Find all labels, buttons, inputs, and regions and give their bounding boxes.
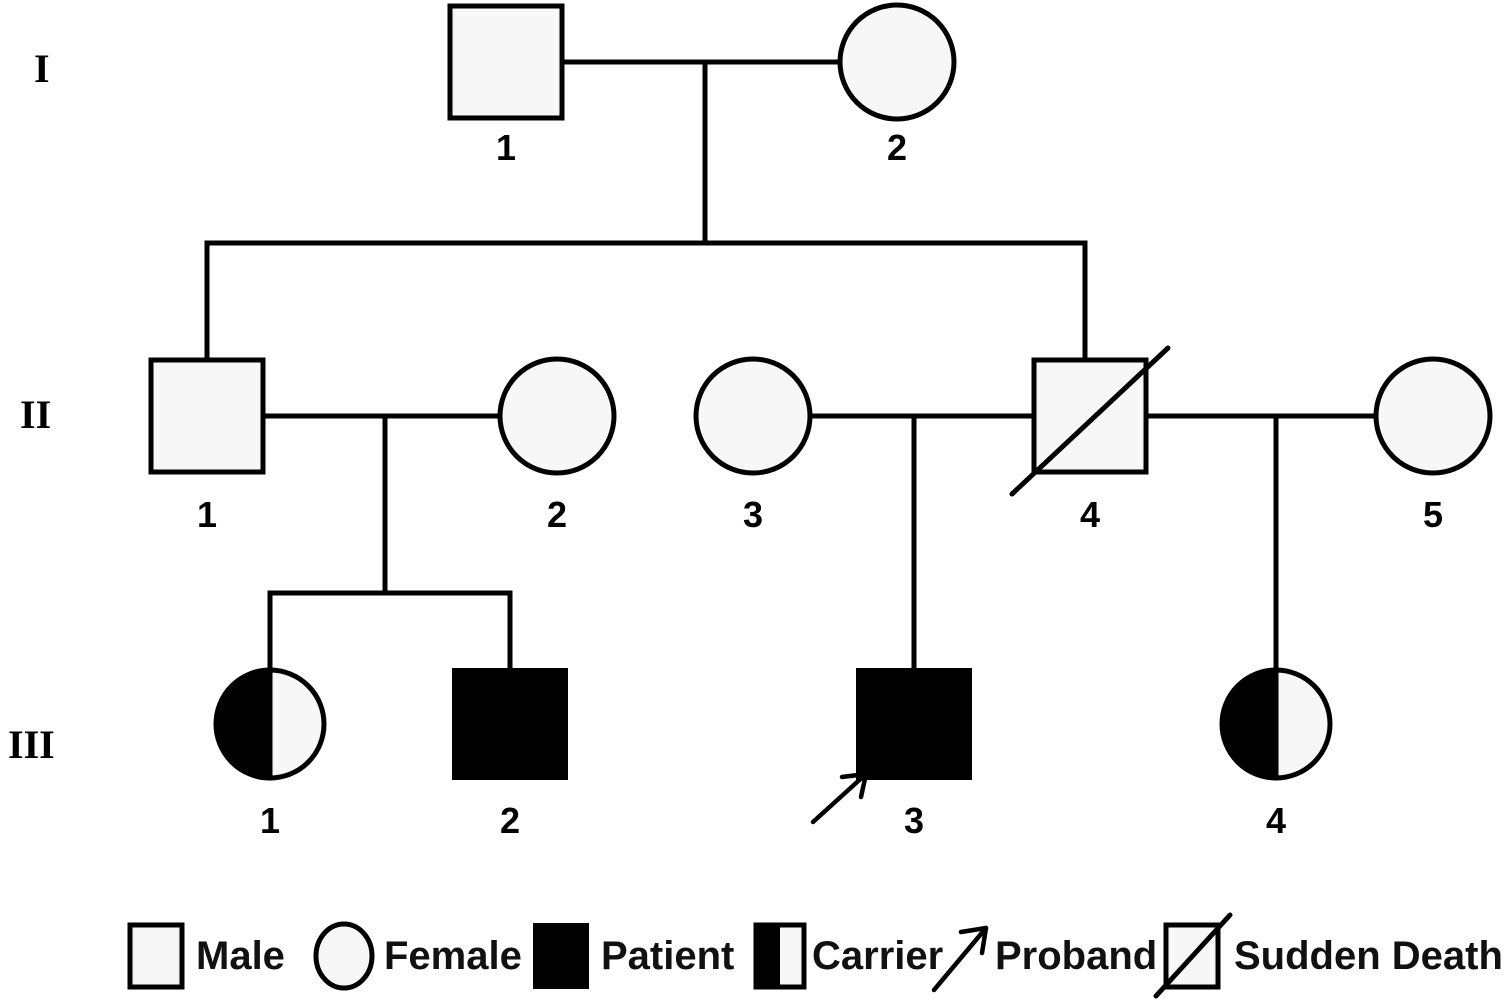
individual-III-4[interactable]: 4 [1219,667,1333,841]
symbol-circle-female-unaffected[interactable] [693,356,813,476]
legend-label-patient: Patient [601,934,734,978]
legend-circle-open-icon [313,921,375,991]
individual-III-3[interactable]: 3 [810,668,972,841]
individual-number: 2 [547,494,567,535]
legend-item-male: Male [127,922,285,990]
legend-item-proband: Proband [931,925,1157,993]
individual-number: 1 [496,127,516,168]
individual-II-4[interactable]: 4 [1009,345,1171,535]
generation-label-group: I II III [8,46,55,767]
symbol-circle-female-unaffected[interactable] [837,2,957,122]
legend-item-sudden-death: Sudden Death [1153,912,1503,999]
individual-II-5[interactable]: 5 [1373,356,1493,535]
individual-number: 3 [904,800,924,841]
individual-III-1[interactable]: 1 [213,667,327,841]
individual-number: 2 [887,127,907,168]
individual-number: 1 [197,494,217,535]
symbol-square-male-unaffected[interactable] [447,3,565,121]
individual-number: 1 [260,800,280,841]
legend-label-proband: Proband [995,934,1157,978]
legend-arrow-icon [931,925,989,993]
symbol-square-male-patient[interactable] [452,668,568,780]
deceased-slash-icon [1009,345,1171,497]
legend-square-filled-icon [533,923,589,989]
proband-arrow-icon [810,771,869,825]
symbol-square-male-patient[interactable] [856,668,972,780]
individual-number: 3 [743,494,763,535]
generation-label-I: I [34,46,50,91]
individual-number: 2 [500,800,520,841]
carrier-half-fill [216,670,270,778]
legend-item-female: Female [313,921,522,991]
individual-I-1[interactable]: 1 [447,3,565,168]
legend-square-open-icon [127,922,185,990]
individual-number: 4 [1266,800,1286,841]
individual-number: 5 [1423,494,1443,535]
individual-I-2[interactable]: 2 [837,2,957,168]
symbol-circle-female-unaffected[interactable] [497,356,617,476]
individual-number: 4 [1080,494,1100,535]
individual-III-2[interactable]: 2 [452,668,568,841]
individual-II-2[interactable]: 2 [497,356,617,535]
individual-II-3[interactable]: 3 [693,356,813,535]
generation-label-III: III [8,722,55,767]
connector-layer [204,59,1379,673]
individual-II-1[interactable]: 1 [148,357,266,535]
legend-label-male: Male [196,934,285,978]
symbol-square-male-unaffected[interactable] [148,357,266,475]
legend-item-patient: Patient [533,923,734,989]
symbol-circle-female-unaffected[interactable] [1373,356,1493,476]
legend-label-sudden-death: Sudden Death [1234,934,1503,978]
legend-deceased-slash [1153,912,1233,999]
legend-carrier-half-fill [758,927,780,985]
carrier-half-fill [1222,670,1276,778]
generation-label-II: II [20,392,51,437]
legend-label-female: Female [384,934,522,978]
legend: Male Female Patient Carrier Prob [127,912,1503,999]
legend-item-carrier: Carrier [753,922,943,990]
legend-label-carrier: Carrier [812,934,943,978]
